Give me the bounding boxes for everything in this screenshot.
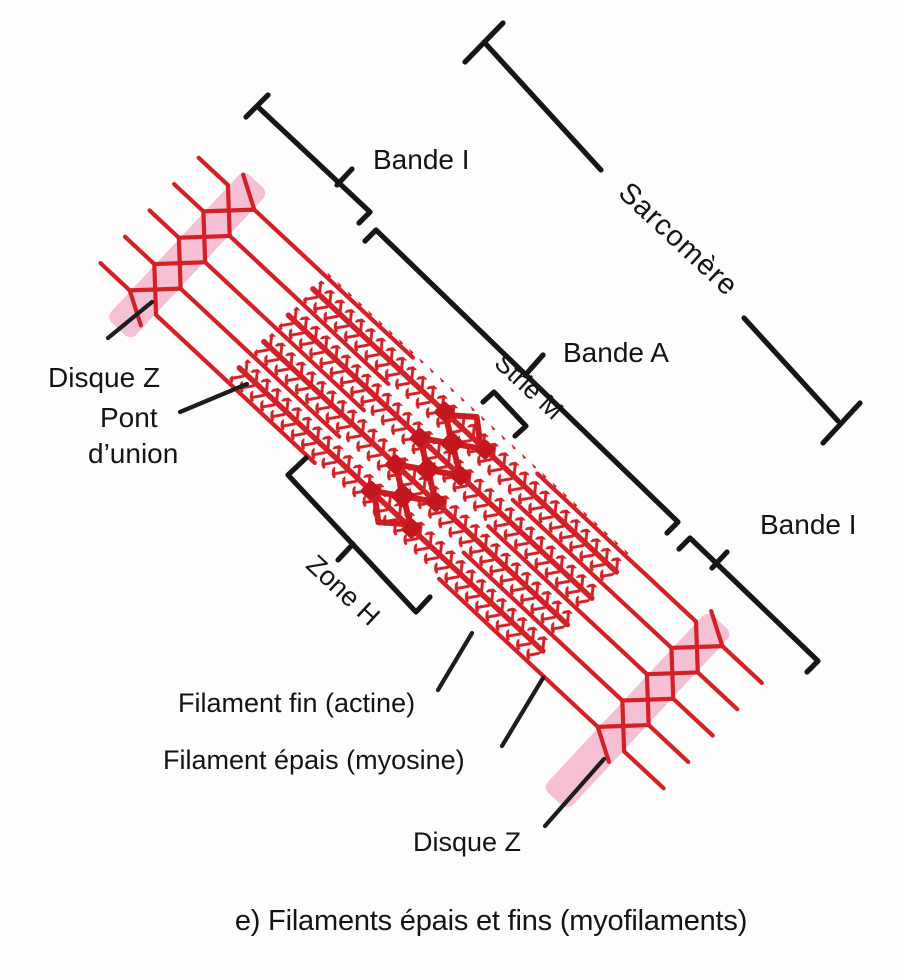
disque-z-top-leader [105,299,155,341]
zone-h-label: Zone H [301,549,386,631]
m-line-nodes [360,401,495,539]
bande-i-right-label: Bande I [760,509,857,540]
sarcomere-label: Sarcomère [612,176,744,302]
zone-h-bracket [285,455,433,615]
leader-lines [105,299,607,829]
bande-i-top-label: Bande I [373,144,470,175]
disque-z-bottom-leader [542,756,607,829]
pont-union-label-line2: d’union [88,438,178,469]
strie-m-bracket [480,389,529,439]
filament-fin-label: Filament fin (actine) [178,688,415,718]
pont-union-label-line1: Pont [100,402,158,433]
bande-i-top-bracket [243,92,373,226]
annotation-brackets [243,20,863,675]
z-disc-band-right [545,613,730,808]
sarcomere-bracket [462,20,863,446]
bande-i-right-bracket [676,535,821,675]
figure-caption: e) Filaments épais et fins (myofilaments… [235,905,747,937]
filament-fin-leader [435,630,475,693]
bande-a-bracket [362,227,681,536]
disque-z-top-label: Disque Z [48,362,160,393]
disque-z-bottom-label: Disque Z [413,827,521,857]
bande-a-label: Bande A [563,337,669,368]
filament-epais-label: Filament épais (myosine) [163,745,465,775]
pont-union-leader [177,381,250,415]
strie-m-label: Strie M [489,347,570,425]
filament-epais-leader [499,675,546,749]
m-line-lattice [360,401,495,539]
myofilament-structure [98,155,764,808]
z-disc-band-left [109,172,266,338]
